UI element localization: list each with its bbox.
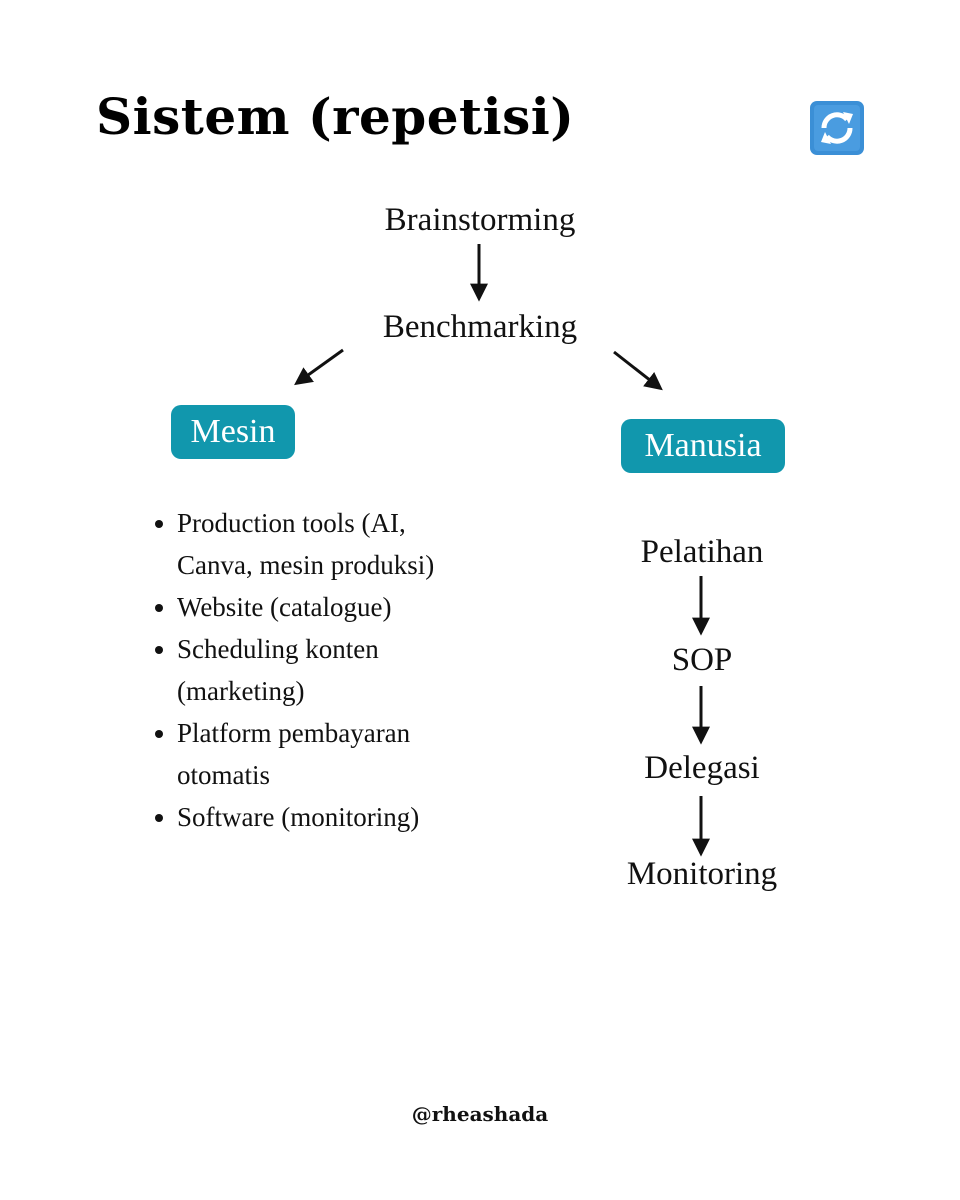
bullet-dot <box>155 520 163 528</box>
bullet-dot <box>155 730 163 738</box>
list-item: Scheduling konten (marketing) <box>155 628 455 712</box>
flow-node-sop: SOP <box>671 642 733 678</box>
list-item-text: Website (catalogue) <box>177 592 392 622</box>
refresh-icon-arrowhead-bottom <box>821 132 831 144</box>
refresh-icon <box>810 101 864 155</box>
branch-label-manusia: Manusia <box>621 419 785 473</box>
list-item-text: Software (monitoring) <box>177 802 420 832</box>
list-item-text: Scheduling konten (marketing) <box>177 634 379 706</box>
mesin-list: Production tools (AI, Canva, mesin produ… <box>155 502 455 838</box>
arrow-benchmarking-to-mesin <box>294 348 344 386</box>
refresh-icon-inner <box>814 105 860 151</box>
list-item: Platform pembayaran otomatis <box>155 712 455 796</box>
arrow-benchmarking-to-manusia <box>613 350 663 391</box>
bullet-dot <box>155 646 163 654</box>
flow-node-benchmarking: Benchmarking <box>382 309 578 345</box>
list-item-text: Platform pembayaran otomatis <box>177 718 411 790</box>
refresh-icon-arrow-top <box>821 112 849 129</box>
list-item: Production tools (AI, Canva, mesin produ… <box>155 502 455 586</box>
refresh-icon-arrow-bottom <box>825 127 853 144</box>
page-title: Sistem (repetisi) <box>96 87 575 146</box>
list-item: Website (catalogue) <box>155 586 455 628</box>
flow-node-pelatihan: Pelatihan <box>640 534 764 570</box>
flow-node-delegasi: Delegasi <box>644 750 760 786</box>
author-handle: @rheashada <box>411 1102 549 1126</box>
bullet-dot <box>155 604 163 612</box>
refresh-icon-arrowhead-top <box>843 112 853 124</box>
flow-node-monitoring: Monitoring <box>626 856 778 892</box>
branch-label-mesin: Mesin <box>171 405 295 459</box>
list-item-text: Production tools (AI, Canva, mesin produ… <box>177 508 435 580</box>
flow-node-brainstorming: Brainstorming <box>384 202 576 238</box>
list-item: Software (monitoring) <box>155 796 455 838</box>
bullet-dot <box>155 814 163 822</box>
